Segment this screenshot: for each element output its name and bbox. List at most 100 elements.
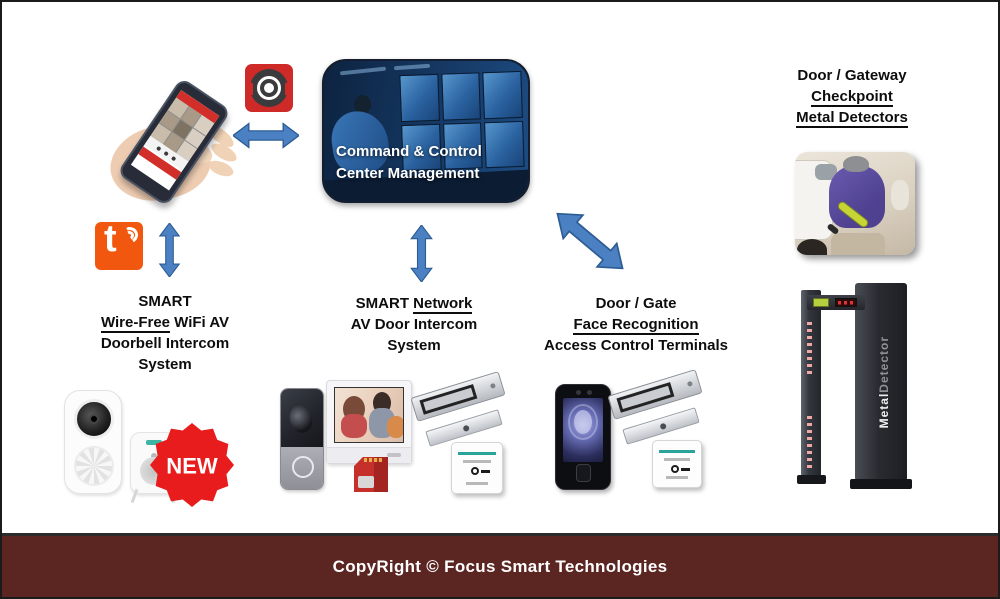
guard-cap [843, 156, 869, 172]
doorbell-lens-inner [89, 414, 99, 424]
gate-lcd-screen [813, 298, 829, 307]
control-dot [163, 150, 170, 156]
door-station-product [280, 388, 324, 490]
gate-left-pillar [801, 290, 821, 476]
command-control-center-image: Command & Control Center Management [322, 59, 530, 203]
starburst-icon: NEW [150, 423, 234, 507]
title-line: AV Door Intercom [350, 316, 478, 333]
operator-head [354, 95, 371, 114]
door-station-call-button [292, 456, 314, 478]
surveillance-monitor [484, 120, 525, 169]
caption-line: Command & Control [336, 143, 482, 160]
ceiling-light [393, 63, 431, 71]
van-window [815, 164, 837, 180]
gate-label-rest: Detector [877, 335, 891, 393]
micro-sd-card-product [354, 457, 388, 492]
exit-button-text [463, 460, 491, 463]
double-arrow-icon [233, 122, 299, 149]
double-arrow-phone-to-center [233, 120, 299, 151]
maglock-screw [686, 380, 694, 387]
control-dot [171, 155, 177, 162]
footer-bar: CopyRight © Focus Smart Technologies [2, 533, 998, 597]
exit-button-accent [658, 450, 696, 453]
exit-button-product [451, 442, 503, 494]
title-line-underlined: Checkpoint [811, 88, 893, 107]
maglock-screw [489, 382, 497, 389]
chime-button [151, 453, 157, 459]
smartphone-app-illustration [101, 77, 242, 213]
gate-led-display [835, 298, 857, 307]
control-dot [156, 145, 162, 151]
terminal-screen [563, 398, 603, 462]
exit-button-text [663, 458, 691, 461]
gate-right-base [850, 479, 912, 489]
hik-connect-app-icon [245, 64, 293, 112]
magnetic-lock-product [607, 369, 709, 445]
ceiling-light [339, 66, 387, 76]
camera-lens-glyph [248, 69, 290, 107]
wireless-doorbell-product [64, 390, 122, 494]
monitor-brand-mark [387, 453, 401, 457]
gate-label: MetalDetector [877, 336, 891, 428]
title-line: SMART [138, 293, 192, 310]
background-person [891, 180, 909, 210]
gate-label-bold: Metal [877, 392, 891, 429]
key-icon [471, 467, 479, 475]
network-intercom-title: SMART Network AV Door Intercom System [314, 293, 514, 356]
lens-cut-right [285, 83, 290, 95]
sd-card-label [358, 476, 374, 488]
surveillance-monitor [440, 72, 482, 121]
face-scan-ring [568, 404, 598, 440]
lens-ring [257, 76, 281, 100]
surveillance-monitor [482, 70, 523, 119]
key-icon-tail [680, 468, 690, 471]
key-icon-tail [481, 470, 490, 473]
doorbell-camera-lens [74, 399, 114, 439]
gate-led-strip [807, 416, 812, 472]
sd-card-pins [364, 458, 382, 462]
title-line: WiFi AV [170, 314, 230, 331]
double-arrow-phone-to-doorbell [154, 223, 185, 277]
fingerprint-reader [576, 464, 591, 482]
monitor-bezel [327, 447, 411, 463]
tuya-smart-app-icon: t [95, 222, 143, 270]
double-arrow-icon [556, 212, 624, 270]
title-line: SMART [355, 295, 414, 312]
face-recognition-terminal-product [555, 384, 611, 490]
photo-figure [387, 416, 403, 438]
surveillance-monitor [399, 73, 440, 122]
armature-bolt [462, 424, 470, 433]
guard-pants [831, 233, 885, 255]
title-line-underlined: Face Recognition [573, 316, 699, 335]
title-word-underlined: Network [413, 295, 473, 314]
monitor-screen [334, 387, 404, 443]
face-recognition-title: Door / Gate Face Recognition Access Cont… [525, 293, 747, 356]
exit-button-text [666, 476, 688, 479]
indoor-monitor-product [326, 380, 412, 464]
double-arrow-center-to-intercom [406, 225, 437, 282]
terminal-camera [587, 390, 592, 395]
key-icon [671, 465, 680, 473]
title-line: Doorbell Intercom [100, 335, 230, 352]
copyright-text: CopyRight © Focus Smart Technologies [332, 556, 668, 576]
armature-bolt [659, 422, 667, 431]
doorbell-button [74, 446, 114, 486]
sd-card-side [374, 457, 388, 492]
terminal-camera [576, 390, 581, 395]
double-arrow-center-to-access-control [541, 196, 639, 286]
exit-button-accent [458, 452, 496, 455]
title-line: System [387, 337, 441, 354]
gate-right-pillar: MetalDetector [855, 283, 907, 481]
exit-button-text [466, 482, 488, 485]
walkthrough-metal-detector-product: MetalDetector [797, 283, 912, 489]
title-line: System [138, 356, 192, 373]
title-line-underlined: Metal Detectors [796, 109, 908, 128]
face-silhouette [574, 410, 592, 434]
title-line: Door / Gateway [797, 67, 907, 84]
doorbell-title: SMART Wire-Free WiFi AV Doorbell Interco… [70, 291, 260, 375]
photo-figure [341, 414, 367, 438]
command-center-caption: Command & Control Center Management [336, 141, 482, 185]
gate-control-head [807, 295, 865, 310]
chime-antenna [130, 488, 139, 504]
signal-wave-icon [119, 224, 141, 246]
